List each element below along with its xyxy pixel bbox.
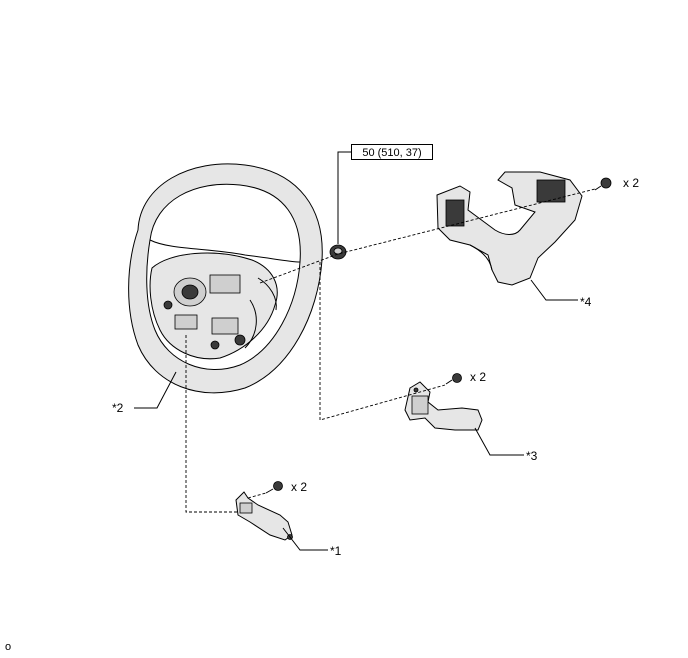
label-part2: *2 <box>112 401 124 415</box>
leader-part2 <box>134 371 177 409</box>
quantity-part4: x 2 <box>623 176 640 190</box>
assembly-line <box>319 262 446 421</box>
label-part3: *3 <box>526 449 538 463</box>
quantity-part3: x 2 <box>470 370 487 384</box>
corner-mark: o <box>5 641 12 653</box>
leader-part1 <box>282 527 328 551</box>
torque-spec-box: 50 (510, 37) <box>351 144 433 160</box>
assembly-line <box>247 492 267 499</box>
steering-pad-switch <box>436 171 583 286</box>
sensor-component <box>235 491 293 541</box>
leader-part3 <box>474 427 524 456</box>
screw-part3 <box>445 373 462 385</box>
nut <box>329 244 347 260</box>
screw-part1 <box>265 481 283 494</box>
label-part1: *1 <box>330 544 342 558</box>
leader-part4 <box>530 279 578 301</box>
assembly-line <box>259 188 596 284</box>
steering-wheel <box>128 163 323 394</box>
quantity-part1: x 2 <box>291 480 308 494</box>
label-part4: *4 <box>580 295 592 309</box>
screw-part4 <box>594 177 612 191</box>
assembly-line <box>185 335 238 513</box>
combination-switch <box>404 381 483 431</box>
